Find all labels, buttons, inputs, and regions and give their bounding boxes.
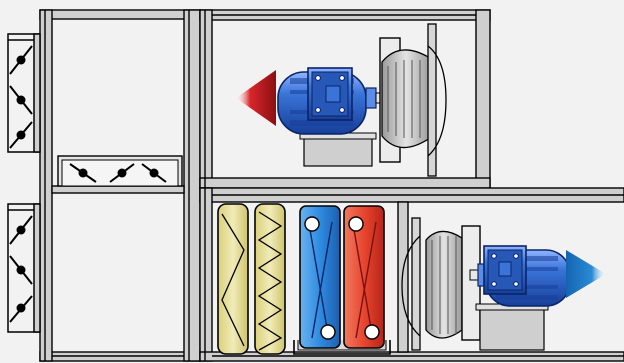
bag-filter-icon xyxy=(255,204,285,354)
cooling-coil-icon xyxy=(300,206,340,348)
panel-filter-icon xyxy=(218,204,248,354)
heating-coil-icon xyxy=(344,206,384,348)
mixing-damper xyxy=(58,156,182,186)
